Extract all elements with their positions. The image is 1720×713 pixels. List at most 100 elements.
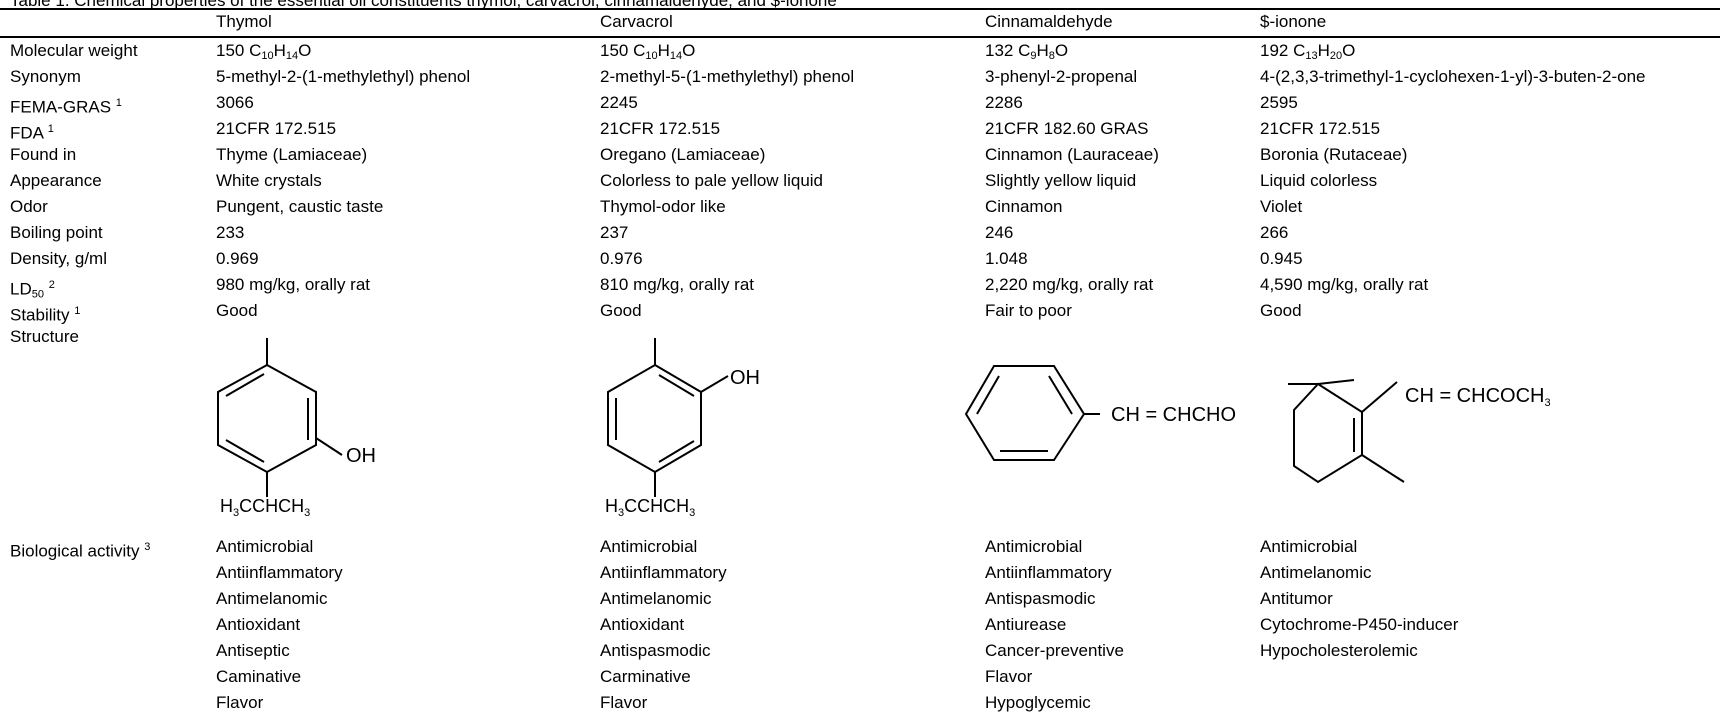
formula-element: C — [249, 41, 262, 60]
ionone-methyl-bond — [1317, 379, 1355, 385]
bio-activity-item: Antispasmodic — [985, 589, 1096, 608]
bio-activity-item: Antiinflammatory — [216, 563, 343, 582]
bio-activity-item: Antiseptic — [216, 641, 290, 660]
row-label-found-in: Found in — [10, 145, 77, 164]
carvacrol-double-bond — [658, 440, 695, 463]
row-label-density: Density, g/ml — [10, 249, 107, 268]
cell-appearance-carvacrol: Colorless to pale yellow liquid — [600, 171, 824, 190]
bio-activity-item: Antimelanomic — [600, 589, 712, 608]
column-header-carvacrol: Carvacrol — [600, 12, 673, 31]
bio-activity-item: Flavor — [600, 693, 648, 712]
bio-activity-item: Antitumor — [1260, 589, 1333, 608]
formula-element: H — [657, 41, 670, 60]
column-header-thymol: Thymol — [216, 12, 272, 31]
formula-subscript: 20 — [1329, 50, 1343, 62]
cell-bp-ionone: 266 — [1260, 223, 1289, 242]
thymol-double-bond — [225, 439, 265, 463]
cell-ld-carvacrol: 810 mg/kg, orally rat — [600, 275, 755, 294]
cell-mw-cinnamaldehyde: 132 C9H8O — [985, 41, 1068, 66]
row-label-text: FEMA-GRAS — [10, 97, 112, 117]
ionone-chain-label: CH = CHCOCH3 — [1405, 385, 1551, 409]
row-label-text: LD — [10, 279, 32, 299]
thymol-ring — [217, 363, 317, 474]
cell-density-cinnamaldehyde: 1.048 — [985, 249, 1028, 268]
cell-appearance-ionone: Liquid colorless — [1260, 171, 1378, 190]
carvacrol-oh-bond — [700, 375, 729, 393]
formula-element: H — [1036, 41, 1049, 60]
footnote-mark: 2 — [48, 279, 55, 291]
formula-subscript: 10 — [645, 50, 658, 62]
carvacrol-isopropyl-label: H3CCHCH3 — [605, 496, 695, 519]
cell-synonym-ionone: 4-(2,3,3-trimethyl-1-cyclohexen-1-yl)-3-… — [1260, 67, 1646, 86]
carvacrol-ring — [607, 363, 702, 474]
column-header-cinnamaldehyde: Cinnamaldehyde — [985, 12, 1113, 31]
footnote-mark: 3 — [144, 541, 151, 553]
footnote-mark: 1 — [115, 97, 122, 109]
bio-activity-item: Hypocholesterolemic — [1260, 641, 1418, 660]
cinnamaldehyde-structure — [964, 365, 1100, 461]
cell-found-carvacrol: Oregano (Lamiaceae) — [600, 145, 766, 164]
cell-odor-thymol: Pungent, caustic taste — [216, 197, 384, 216]
cell-bp-carvacrol: 237 — [600, 223, 629, 242]
formula-subscript: 8 — [1048, 50, 1055, 62]
formula-element: O — [1054, 41, 1069, 60]
formula-subscript: 10 — [261, 50, 274, 62]
cinnamaldehyde-double-bond — [976, 375, 1000, 415]
row-label-biological-activity: Biological activity 3 — [10, 537, 150, 562]
bio-activity-item: Caminative — [216, 667, 302, 686]
row-label-molecular-weight: Molecular weight — [10, 41, 138, 60]
row-label-text: Biological activity — [10, 541, 140, 561]
bio-activity-item: Antiinflammatory — [600, 563, 727, 582]
footnote-mark: 1 — [74, 305, 81, 317]
cell-density-ionone: 0.945 — [1260, 249, 1303, 268]
cell-ld-cinnamaldehyde: 2,220 mg/kg, orally rat — [985, 275, 1154, 294]
bio-activity-item: Antioxidant — [600, 615, 685, 634]
mw-value: 150 — [600, 41, 629, 60]
bio-activity-item: Antioxidant — [216, 615, 301, 634]
cell-odor-ionone: Violet — [1260, 197, 1303, 216]
header-rule — [0, 36, 1720, 38]
bio-activity-item: Antimicrobial — [1260, 537, 1358, 556]
cell-appearance-thymol: White crystals — [216, 171, 322, 190]
bio-activity-item: Cytochrome-P450-inducer — [1260, 615, 1459, 634]
cinnamaldehyde-ring — [964, 365, 1086, 461]
formula-element: C — [1018, 41, 1031, 60]
cell-mw-carvacrol: 150 C10H14O — [600, 41, 695, 66]
row-label-text: FDA — [10, 123, 44, 143]
formula-element: O — [682, 41, 696, 60]
bio-activity-item: Antiinflammatory — [985, 563, 1112, 582]
cell-fda-thymol: 21CFR 172.515 — [216, 119, 337, 138]
thymol-double-bond — [225, 373, 265, 397]
thymol-oh-bond — [315, 437, 343, 456]
mw-value: 150 — [216, 41, 245, 60]
row-label-structure: Structure — [10, 327, 79, 346]
carvacrol-oh-label: OH — [730, 367, 760, 389]
cell-fda-carvacrol: 21CFR 172.515 — [600, 119, 721, 138]
cell-ld-ionone: 4,590 mg/kg, orally rat — [1260, 275, 1429, 294]
carvacrol-double-bond — [658, 374, 695, 397]
ionone-structure — [1288, 379, 1405, 484]
mw-value: 192 — [1260, 41, 1289, 60]
row-label-stability: Stability 1 — [10, 301, 80, 326]
cell-synonym-carvacrol: 2-methyl-5-(1-methylethyl) phenol — [600, 67, 855, 86]
cell-fda-ionone: 21CFR 172.515 — [1260, 119, 1381, 138]
cell-stability-ionone: Good — [1260, 301, 1302, 320]
formula-element: C — [633, 41, 646, 60]
subscript: 50 — [31, 288, 44, 301]
cell-mw-ionone: 192 C13H20O — [1260, 41, 1355, 66]
formula-element: O — [1342, 41, 1356, 60]
cell-odor-carvacrol: Thymol-odor like — [600, 197, 726, 216]
cell-found-thymol: Thyme (Lamiaceae) — [216, 145, 368, 164]
bio-activity-item: Antiurease — [985, 615, 1067, 634]
cell-fema-cinnamaldehyde: 2286 — [985, 93, 1023, 112]
cinnamaldehyde-double-bond — [1048, 375, 1073, 415]
cell-fema-thymol: 3066 — [216, 93, 254, 112]
ionone-chain-bond — [1361, 381, 1398, 413]
bio-activity-item: Antimicrobial — [216, 537, 314, 556]
cell-fema-carvacrol: 2245 — [600, 93, 638, 112]
cell-density-thymol: 0.969 — [216, 249, 259, 268]
formula-element: O — [298, 41, 312, 60]
bio-activity-item: Antimicrobial — [600, 537, 698, 556]
cell-stability-cinnamaldehyde: Fair to poor — [985, 301, 1072, 320]
bio-activity-item: Carminative — [600, 667, 691, 686]
